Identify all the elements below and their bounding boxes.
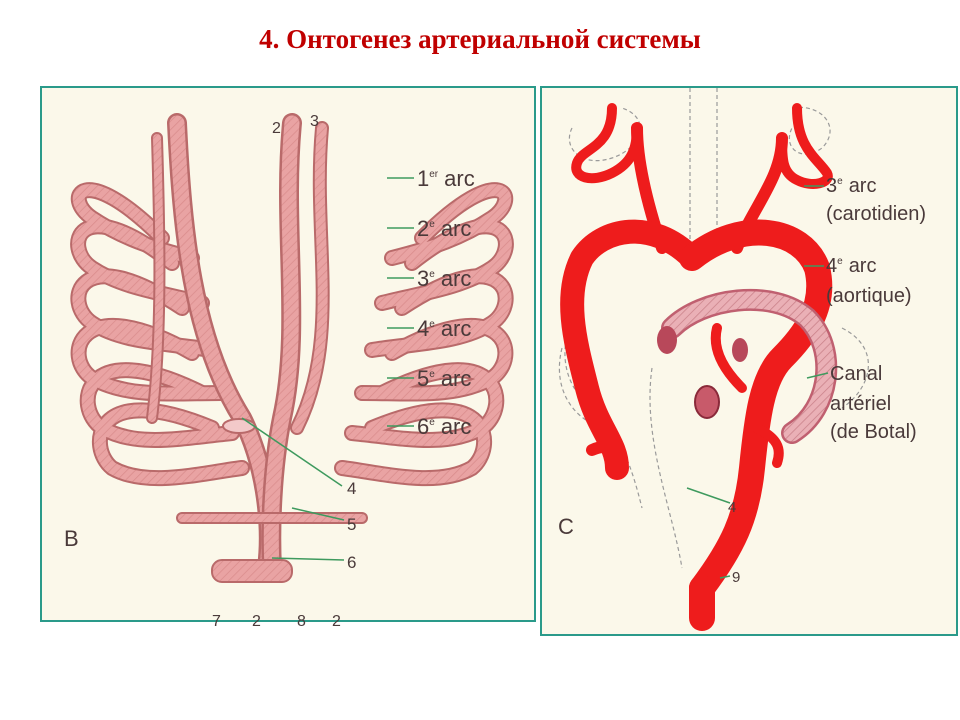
definitive-arteries [560, 103, 833, 631]
aortic-sac [222, 418, 256, 434]
leader-lines [241, 177, 414, 561]
pulmonary-trunk [694, 385, 720, 419]
bottom-label-7: 7 [212, 613, 221, 630]
side-label-4: 4 [347, 479, 356, 498]
embryonic-aortic-trunks [146, 113, 368, 578]
side-label-6: 6 [347, 553, 356, 572]
top-label-2: 2 [272, 120, 281, 137]
panel-b-letter: B [64, 526, 79, 551]
label-arteriel: artériel [830, 393, 891, 415]
label-aortique: (aortique) [826, 285, 912, 307]
bottom-label-2a: 2 [252, 613, 261, 630]
label-9: 9 [732, 569, 740, 586]
label-carotidien: (carotidien) [826, 203, 926, 225]
descending-trunk [211, 559, 293, 583]
panel-c-letter: C [558, 514, 574, 539]
label-de-botal: (de Botal) [830, 421, 917, 443]
bottom-label-2b: 2 [332, 613, 341, 630]
page-title: 4. Онтогенез артериальной системы [259, 24, 701, 54]
bottom-label-8: 8 [297, 613, 306, 630]
pulmonary-branch-right [732, 338, 748, 362]
label-canal: Canal [830, 363, 882, 385]
ductus-arteriosus [663, 291, 835, 442]
leader-lines-c [686, 185, 829, 579]
pulmonary-branch-left [657, 326, 677, 354]
side-label-5: 5 [347, 515, 356, 534]
label-4: 4 [728, 499, 736, 516]
top-label-3: 3 [310, 113, 319, 130]
